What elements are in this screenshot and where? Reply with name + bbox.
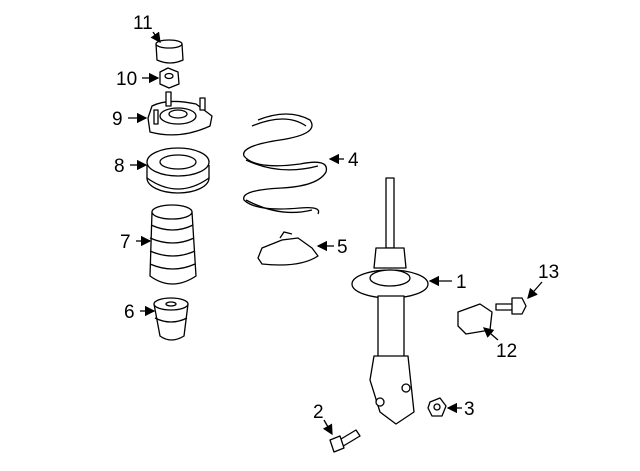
callout-11: 11	[133, 13, 153, 34]
callout-13: 13	[538, 262, 559, 283]
callout-arrows	[128, 31, 543, 436]
part-3-nut[interactable]	[427, 397, 447, 417]
part-9-upper-mount[interactable]	[147, 91, 213, 136]
callout-7: 7	[120, 232, 131, 253]
part-5-spring-insulator[interactable]	[257, 231, 319, 266]
callout-2: 2	[313, 402, 324, 423]
callout-10: 10	[116, 69, 137, 90]
part-13-bolt[interactable]	[495, 297, 527, 315]
callout-1: 1	[456, 272, 467, 293]
callout-3: 3	[464, 399, 475, 420]
part-4-coil-spring[interactable]	[243, 113, 328, 215]
part-2-bolt[interactable]	[329, 429, 361, 453]
callout-5: 5	[337, 237, 348, 258]
part-8-bearing[interactable]	[146, 147, 210, 194]
part-6-bump-stop[interactable]	[153, 297, 189, 341]
part-1-strut-assembly[interactable]	[351, 177, 429, 425]
callout-9: 9	[112, 109, 123, 130]
callout-12: 12	[496, 341, 517, 362]
callout-6: 6	[124, 302, 135, 323]
callout-4: 4	[348, 150, 359, 171]
callout-8: 8	[114, 156, 125, 177]
part-12-bracket[interactable]	[457, 303, 493, 335]
part-10-nut[interactable]	[159, 67, 180, 89]
part-7-dust-boot[interactable]	[149, 204, 197, 285]
part-11-cap[interactable]	[155, 39, 184, 64]
